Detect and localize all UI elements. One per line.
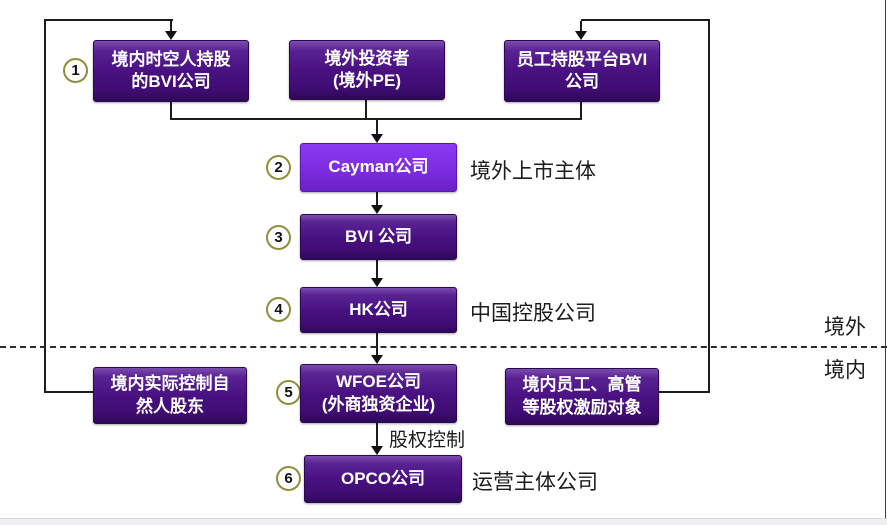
- connector-right-vline: [708, 19, 710, 393]
- collector-stub-mid: [365, 97, 367, 120]
- step-number: 1: [71, 62, 80, 79]
- connector-top-right-hline: [581, 19, 710, 21]
- node-wfoe: WFOE公司 (外商独资企业): [300, 364, 457, 423]
- arrow-down-icon: [371, 205, 383, 214]
- connector-top-left-hline: [44, 19, 173, 21]
- step-number: 6: [284, 470, 293, 487]
- step-circle-5: 5: [276, 380, 301, 405]
- step-circle-1: 1: [63, 58, 88, 83]
- offshore-onshore-divider: [0, 346, 887, 348]
- node-bvi: BVI 公司: [300, 214, 457, 260]
- connector-bottom-right-hline: [657, 391, 710, 393]
- step-circle-6: 6: [276, 466, 301, 491]
- step-number: 3: [274, 229, 283, 246]
- collector-stub-left: [170, 100, 172, 120]
- connector-bottom-left-hline: [44, 391, 94, 393]
- arrow-line-to-cayman: [376, 119, 378, 135]
- arrow-down-icon: [575, 31, 587, 40]
- node-opco: OPCO公司: [304, 455, 462, 503]
- arrow-line-bvi-hk: [376, 258, 378, 279]
- node-cayman: Cayman公司: [300, 143, 457, 192]
- arrow-line-wfoe-opco: [376, 420, 378, 447]
- node-offshore-investors: 境外投资者 (境外PE): [289, 40, 445, 100]
- step-circle-3: 3: [266, 225, 291, 250]
- arrow-line-hk-wfoe: [376, 331, 378, 356]
- arrow-down-icon: [371, 134, 383, 143]
- right-edge-line: [885, 0, 886, 518]
- arrow-down-icon: [371, 278, 383, 287]
- collector-stub-right: [580, 100, 582, 120]
- arrow-line-cayman-bvi: [376, 190, 378, 206]
- connector-arrow-stub-topright: [580, 21, 582, 33]
- step-number: 5: [284, 384, 293, 401]
- bottom-bar: [0, 518, 887, 525]
- node-onshore-employees: 境内员工、高管 等股权激励对象: [505, 368, 659, 425]
- note-china-holding: 中国控股公司: [470, 302, 596, 325]
- arrow-down-icon: [165, 31, 177, 40]
- step-circle-2: 2: [266, 155, 291, 180]
- arrow-down-icon: [371, 355, 383, 364]
- node-esop-bvi: 员工持股平台BVI 公司: [504, 40, 660, 102]
- connector-left-vline: [44, 19, 46, 393]
- node-hk: HK公司: [300, 287, 457, 333]
- note-offshore-listing-entity: 境外上市主体: [470, 160, 596, 183]
- node-onshore-natural-person: 境内实际控制自 然人股东: [93, 367, 247, 424]
- label-onshore: 境内: [824, 359, 866, 382]
- note-operating-entity: 运营主体公司: [472, 471, 598, 494]
- step-circle-4: 4: [266, 297, 291, 322]
- node-domestic-controller-bvi: 境内时空人持股 的BVI公司: [93, 40, 249, 102]
- connector-arrow-stub-topleft: [170, 21, 172, 33]
- step-number: 4: [274, 301, 283, 318]
- label-offshore: 境外: [824, 316, 866, 339]
- step-number: 2: [274, 159, 283, 176]
- note-equity-control: 股权控制: [389, 430, 466, 451]
- arrow-down-icon: [371, 446, 383, 455]
